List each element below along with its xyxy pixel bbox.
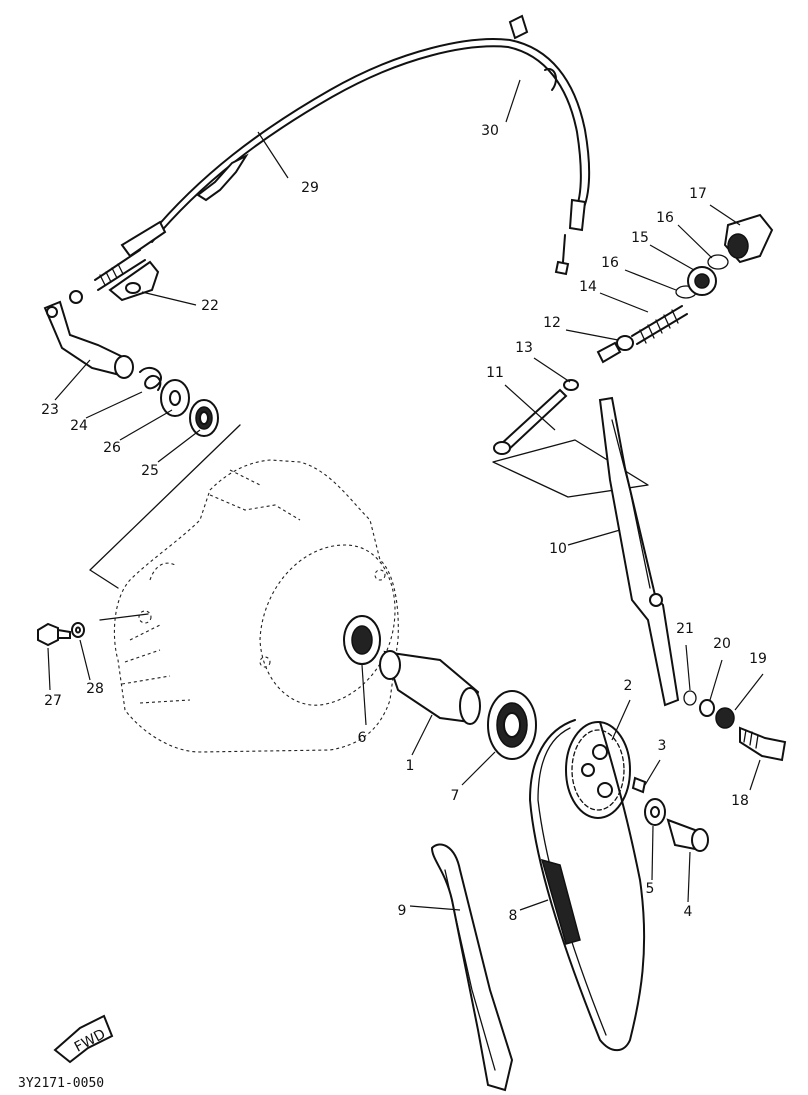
part-label-19: 19 xyxy=(749,651,767,667)
part-labels: 1234567891011121314151616171819202122232… xyxy=(41,123,767,924)
engine-head-outline xyxy=(113,459,399,753)
part-label-17: 17 xyxy=(689,186,707,202)
chain-tensioner-assembly xyxy=(493,213,774,455)
part-label-6: 6 xyxy=(358,730,367,746)
leader-lines xyxy=(47,79,764,911)
cam-chain xyxy=(529,719,646,1052)
part-label-12: 12 xyxy=(543,315,561,331)
assembly-guide-lines xyxy=(89,424,649,621)
part-label-24: 24 xyxy=(70,418,88,434)
drawing-code: 3Y2171-0050 xyxy=(18,1076,105,1091)
part-label-14: 14 xyxy=(579,279,597,295)
decompression-cable xyxy=(69,14,591,304)
part-label-29: 29 xyxy=(301,180,319,196)
cover-bolt-and-washer xyxy=(37,622,85,647)
part-label-18: 18 xyxy=(731,793,749,809)
chain-guide-lower xyxy=(430,843,514,1092)
part-label-28: 28 xyxy=(86,681,104,697)
part-label-1: 1 xyxy=(406,758,415,774)
part-label-8: 8 xyxy=(509,908,518,924)
part-label-13: 13 xyxy=(515,340,533,356)
part-label-4: 4 xyxy=(684,904,693,920)
part-label-25: 25 xyxy=(141,463,159,479)
part-label-27: 27 xyxy=(44,693,62,709)
part-label-26: 26 xyxy=(103,440,121,456)
part-label-2: 2 xyxy=(624,678,633,694)
part-label-5: 5 xyxy=(646,881,655,897)
part-label-23: 23 xyxy=(41,402,59,418)
part-label-11: 11 xyxy=(486,365,504,381)
part-label-9: 9 xyxy=(398,903,407,919)
tensioner-mount-hardware xyxy=(683,690,787,762)
part-label-22: 22 xyxy=(201,298,219,314)
part-label-20: 20 xyxy=(713,636,731,652)
part-label-30: 30 xyxy=(481,123,499,139)
fwd-arrow: FWD xyxy=(53,1014,114,1064)
part-label-15: 15 xyxy=(631,230,649,246)
part-label-16: 16 xyxy=(601,255,619,271)
part-label-10: 10 xyxy=(549,541,567,557)
cable-bracket xyxy=(108,260,160,302)
part-label-3: 3 xyxy=(658,738,667,754)
part-label-21: 21 xyxy=(676,621,694,637)
part-label-7: 7 xyxy=(451,788,460,804)
camshaft-assembly xyxy=(343,615,537,760)
decompression-lever-assembly xyxy=(43,300,219,437)
part-label-16b: 16 xyxy=(656,210,674,226)
cam-sprocket-assembly xyxy=(565,721,709,852)
chain-guide-upper xyxy=(598,396,680,707)
